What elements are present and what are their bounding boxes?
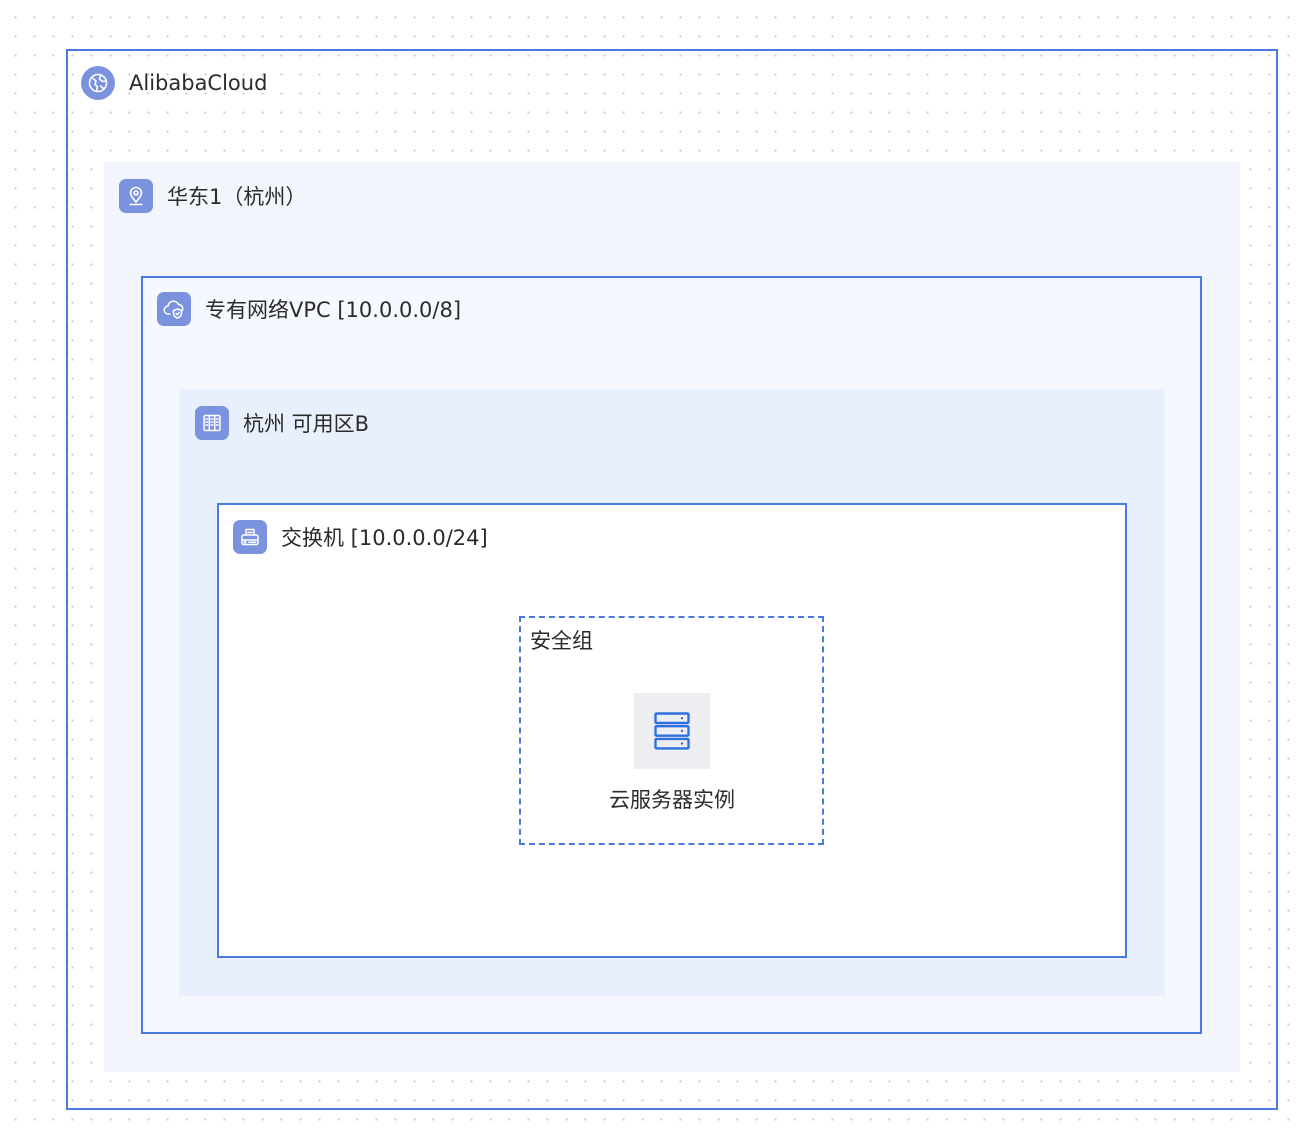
vpc-label: 专有网络VPC [10.0.0.0/8] <box>205 298 462 322</box>
location-pin-icon <box>119 179 153 213</box>
ecs-instance-label: 云服务器实例 <box>609 788 735 812</box>
alibaba-cloud-label: AlibabaCloud <box>129 71 268 95</box>
alibaba-cloud-container <box>66 49 1278 1110</box>
server-icon <box>654 712 690 750</box>
ecs-instance-node[interactable] <box>634 693 710 769</box>
datacenter-icon <box>195 406 229 440</box>
vswitch-label: 交换机 [10.0.0.0/24] <box>281 526 488 550</box>
globe-icon <box>81 66 115 100</box>
security-group-label: 安全组 <box>530 629 593 653</box>
zone-header: 杭州 可用区B <box>195 406 369 440</box>
switch-icon <box>233 520 267 554</box>
vpc-header: 专有网络VPC [10.0.0.0/8] <box>157 292 461 326</box>
region-label: 华东1（杭州） <box>167 185 307 209</box>
region-header: 华东1（杭州） <box>119 179 306 213</box>
vswitch-header: 交换机 [10.0.0.0/24] <box>233 520 488 554</box>
cloud-shield-icon <box>157 292 191 326</box>
zone-label: 杭州 可用区B <box>243 412 370 436</box>
alibaba-cloud-header: AlibabaCloud <box>81 66 267 100</box>
